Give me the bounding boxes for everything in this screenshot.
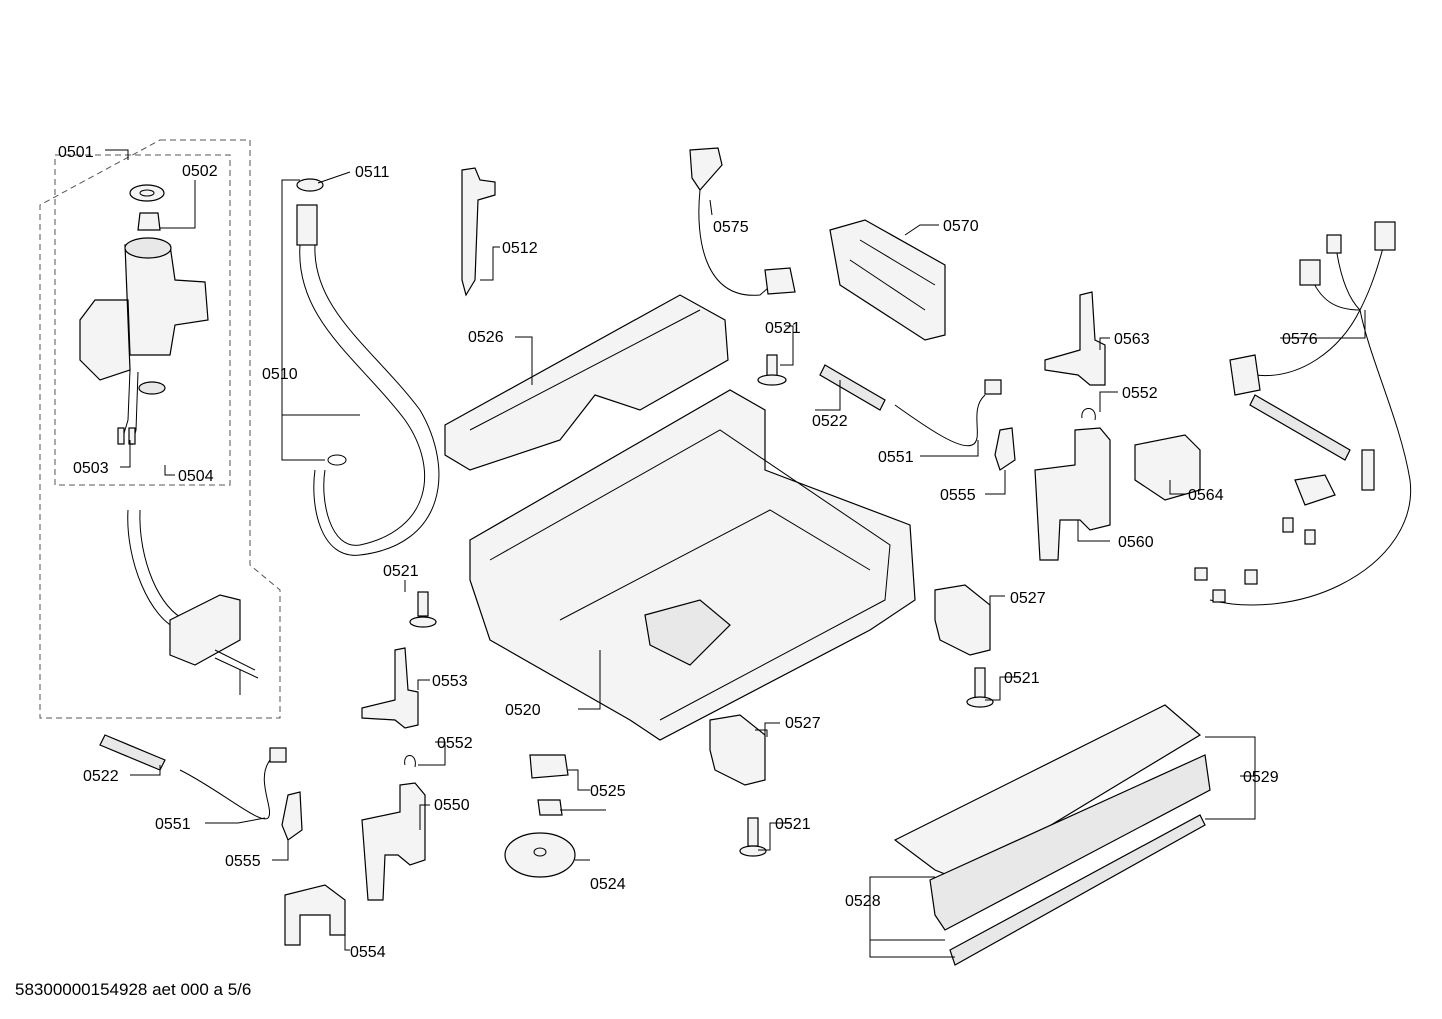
label-0503: 0503 (73, 460, 109, 477)
sensor-0551-a-head (984, 379, 1002, 395)
clip-0552-b (404, 755, 416, 768)
bracket-0553-part (361, 647, 419, 729)
label-0550: 0550 (434, 797, 470, 814)
foot-0527-a (934, 584, 991, 656)
label-0522-a: 0522 (812, 413, 848, 430)
label-0553: 0553 (432, 673, 468, 690)
clip-0552-a (1081, 408, 1096, 421)
bracket-0512-part (461, 167, 496, 297)
label-0552-a: 0552 (1122, 385, 1158, 402)
label-0521-a: 0521 (765, 320, 801, 337)
label-0563: 0563 (1114, 331, 1150, 348)
bracket-0550-part (361, 782, 426, 901)
label-0555-b: 0555 (225, 853, 261, 870)
screw-0521-d (739, 817, 767, 857)
label-0529: 0529 (1243, 769, 1279, 786)
spring-0522-b (99, 734, 166, 771)
part-0525-a (529, 754, 569, 779)
label-0512: 0512 (502, 240, 538, 257)
part-0554 (284, 884, 346, 946)
inlet-hose (127, 509, 181, 631)
assembly-0501-boundary (39, 139, 281, 719)
clip-0555-a (994, 427, 1016, 471)
label-0575: 0575 (713, 219, 749, 236)
label-0521-b: 0521 (383, 563, 419, 580)
label-0570: 0570 (943, 218, 979, 235)
cover-0564-part (1134, 434, 1201, 501)
label-0521-d: 0521 (775, 816, 811, 833)
sensor-cable-0551-b (179, 759, 271, 820)
assembly-0504-boundary (54, 154, 231, 486)
sensor-0551-b-head (269, 747, 287, 763)
label-0526: 0526 (468, 329, 504, 346)
label-0511: 0511 (355, 164, 390, 181)
drain-hose-part (296, 178, 440, 556)
label-0560: 0560 (1118, 534, 1154, 551)
label-0554: 0554 (350, 944, 386, 961)
label-0564: 0564 (1188, 487, 1224, 504)
label-0520: 0520 (505, 702, 541, 719)
label-0501: 0501 (58, 144, 94, 161)
clip-0555-b (281, 791, 303, 841)
label-0551-b: 0551 (155, 816, 191, 833)
bottom-valve-part (169, 594, 259, 695)
label-0524: 0524 (590, 876, 626, 893)
base-frame-0520-part (469, 389, 916, 741)
label-0528: 0528 (845, 893, 881, 910)
label-0552-b: 0552 (437, 735, 473, 752)
door-rail-0528-0529-part (893, 704, 1211, 966)
label-0551-a: 0551 (878, 449, 914, 466)
sensor-cable-0551-a (894, 394, 986, 447)
spring-0522-a (819, 364, 886, 411)
screw-0521-b (409, 591, 437, 628)
leader-lines (105, 149, 1366, 958)
footer-doc-id: 58300000154928 aet 000 a 5/6 (15, 980, 252, 999)
bracket-0560-part (1034, 427, 1111, 561)
foot-0527-b (709, 714, 766, 786)
label-0510: 0510 (262, 366, 298, 383)
label-0522-b: 0522 (83, 768, 119, 785)
bracket-0563-part (1044, 291, 1106, 386)
label-0502: 0502 (182, 163, 218, 180)
wiring-harness-0576-part (1194, 221, 1412, 606)
control-module-0570-part (829, 219, 946, 341)
disc-0524-part (504, 832, 576, 878)
part-labels: 0501 0502 0503 0504 0510 0511 0512 0526 … (58, 144, 1318, 961)
label-0527-b: 0527 (785, 715, 821, 732)
label-0527-a: 0527 (1010, 590, 1046, 607)
label-0555-a: 0555 (940, 487, 976, 504)
power-cord-0575-part (689, 147, 796, 296)
part-0525-b (537, 799, 563, 816)
screw-0521-a (757, 354, 787, 386)
label-0525: 0525 (590, 783, 626, 800)
label-0576: 0576 (1282, 331, 1318, 348)
label-0521-c: 0521 (1004, 670, 1040, 687)
duct-0526-part (444, 294, 729, 471)
screw-0521-c (966, 667, 994, 708)
inlet-valve-part (79, 184, 209, 446)
label-0504: 0504 (178, 468, 214, 485)
